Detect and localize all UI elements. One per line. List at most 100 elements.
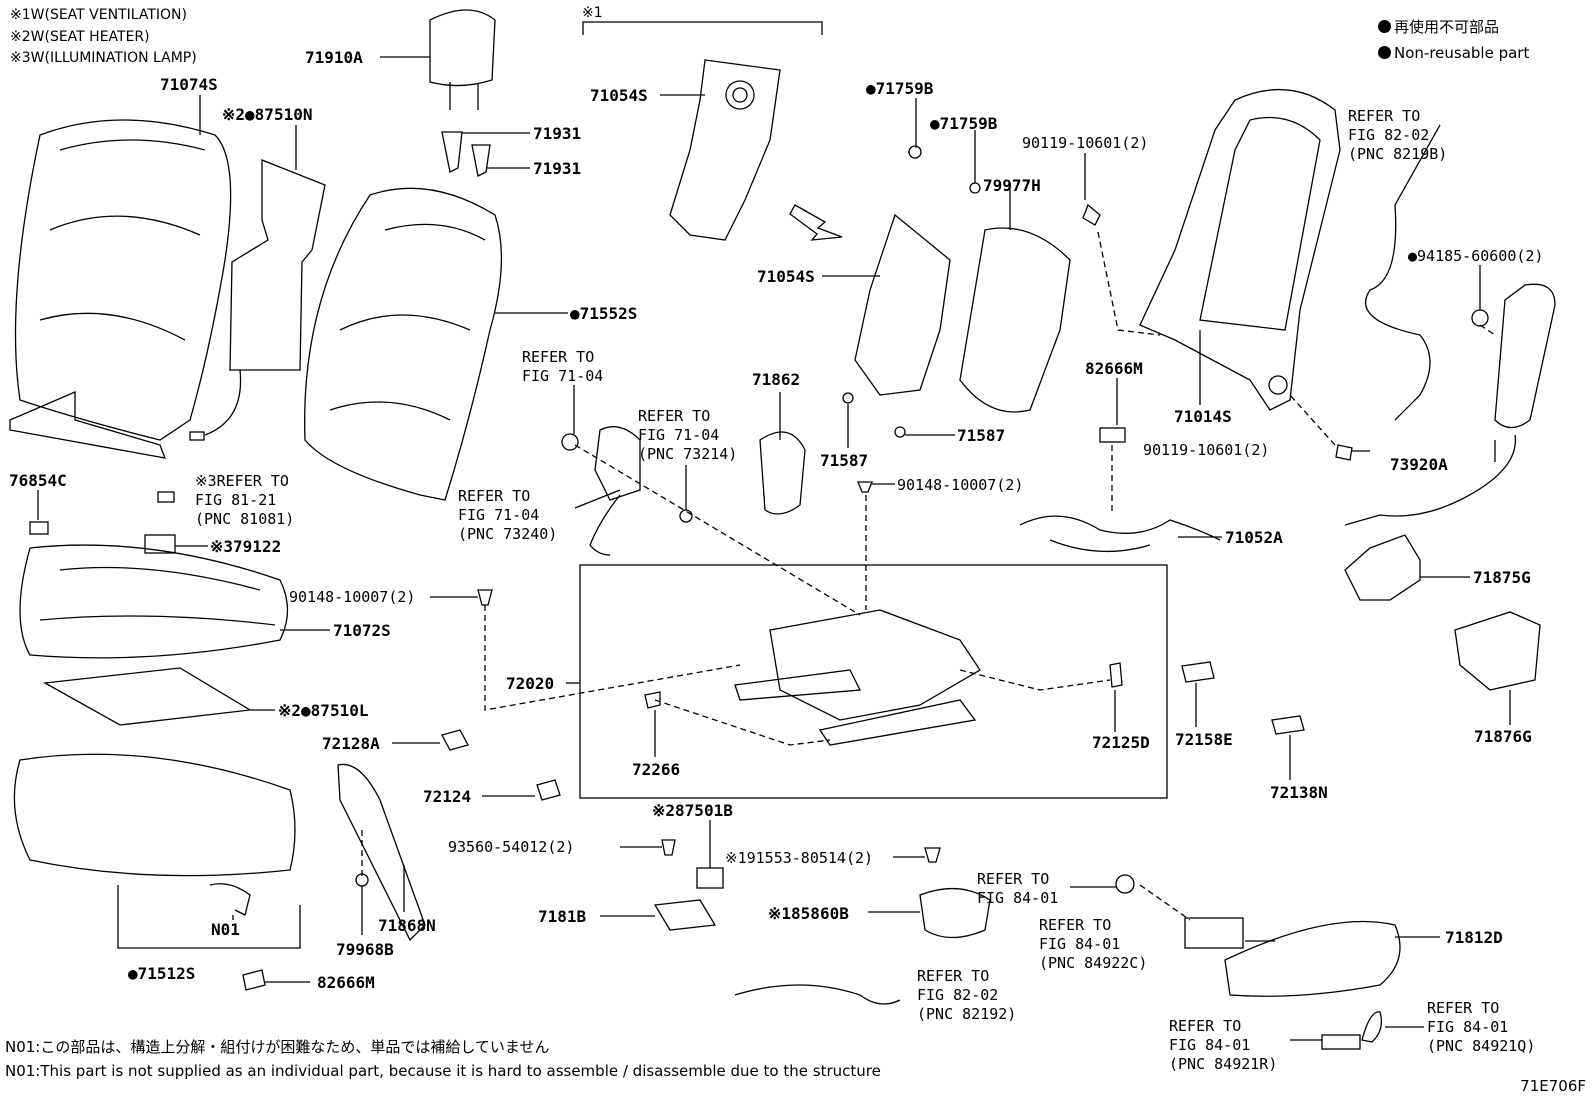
- part-87510L[interactable]: ※2●87510L: [278, 701, 369, 720]
- headrest-shape: [429, 9, 496, 110]
- part-71054S-lower[interactable]: 71054S: [757, 267, 815, 286]
- refer-fig-82-02-82192[interactable]: REFER TO FIG 82-02 (PNC 82192): [917, 967, 1017, 1023]
- refer-fig-84-01-84921R[interactable]: REFER TO FIG 84-01 (PNC 84921R): [1169, 1017, 1278, 1073]
- part-71587-right[interactable]: 71587: [957, 426, 1006, 445]
- part-71862[interactable]: 71862: [752, 370, 801, 389]
- bolt-93560-shape: [661, 839, 676, 856]
- part-90148-10007-upper[interactable]: 90148-10007(2): [897, 476, 1024, 494]
- part-71014S[interactable]: 71014S: [1174, 407, 1232, 426]
- part-71931-upper[interactable]: 71931: [533, 124, 582, 143]
- part-7181B[interactable]: 7181B: [538, 907, 587, 926]
- refer-fig-71-04-a[interactable]: REFER TO FIG 71-04: [522, 348, 604, 385]
- part-71931-lower[interactable]: 71931: [533, 159, 582, 178]
- clip-72158E-shape: [1181, 661, 1215, 683]
- part-71812D[interactable]: 71812D: [1445, 928, 1503, 947]
- connector-81081-shape: [157, 491, 175, 503]
- part-71054S-upper[interactable]: 71054S: [590, 86, 648, 105]
- heater-mat-cushion-shape: [42, 667, 252, 726]
- clip-82666Mb-shape: [242, 969, 266, 991]
- cushion-pad-shape: [13, 753, 301, 949]
- part-72266[interactable]: 72266: [632, 760, 681, 779]
- part-82666M-lower[interactable]: 82666M: [317, 973, 375, 992]
- knob-shape: [594, 426, 641, 501]
- part-71074S[interactable]: 71074S: [160, 75, 218, 94]
- part-93560-54012[interactable]: 93560-54012(2): [448, 838, 575, 856]
- bolt-91553-shape: [924, 847, 941, 863]
- part-71552S[interactable]: ●71552S: [570, 304, 638, 323]
- bolt-90148b-shape: [477, 589, 493, 606]
- switch-84922C-shape: [1184, 917, 1244, 949]
- part-71868N[interactable]: 71868N: [378, 916, 436, 935]
- cover-71876G-shape: [1454, 611, 1541, 691]
- part-72125D[interactable]: 72125D: [1092, 733, 1150, 752]
- legend-en-text: Non-reusable part: [1394, 44, 1530, 62]
- part-79977H[interactable]: 79977H: [983, 176, 1041, 195]
- group-bracket-shape: [582, 21, 823, 35]
- seat-back-frame-shape: [1139, 89, 1341, 411]
- footnote-jp: N01:この部品は、構造上分解・組付けが困難なため、単品では補給していません: [5, 1038, 550, 1056]
- harness-82192-shape: [734, 984, 901, 1005]
- legend-jp-text: 再使用不可部品: [1394, 18, 1500, 36]
- footnote-en: N01:This part is not supplied as an indi…: [5, 1062, 881, 1080]
- clip-82666M-shape: [1099, 427, 1126, 443]
- part-73920A[interactable]: 73920A: [1390, 455, 1448, 474]
- part-71875G[interactable]: 71875G: [1473, 568, 1531, 587]
- part-72158E[interactable]: 72158E: [1175, 730, 1233, 749]
- part-72138N[interactable]: 72138N: [1270, 783, 1328, 802]
- trim-71868N-shape: [337, 763, 426, 942]
- ventilation-frame-lower-shape: [854, 213, 951, 396]
- legend-en: Non-reusable part: [1378, 42, 1529, 64]
- part-90148-10007-lower[interactable]: 90148-10007(2): [289, 588, 416, 606]
- cushion-cover-shape: [19, 544, 289, 659]
- part-79122[interactable]: ※379122: [210, 537, 282, 556]
- part-71759B-lower[interactable]: ●71759B: [930, 114, 998, 133]
- bolt-90148a-shape: [857, 481, 873, 493]
- knob-84921Q-shape: [1361, 1011, 1383, 1043]
- part-72128A[interactable]: 72128A: [322, 734, 380, 753]
- part-79968B[interactable]: 79968B: [336, 940, 394, 959]
- bracket-7181B-shape: [653, 899, 717, 931]
- part-71052A[interactable]: 71052A: [1225, 528, 1283, 547]
- refer-fig-81-21-81081[interactable]: ※3REFER TO FIG 81-21 (PNC 81081): [195, 472, 295, 528]
- part-72020[interactable]: 72020: [506, 674, 555, 693]
- part-71759B-upper[interactable]: ●71759B: [866, 79, 934, 98]
- part-72124[interactable]: 72124: [423, 787, 472, 806]
- part-71876G[interactable]: 71876G: [1474, 727, 1532, 746]
- part-71512S[interactable]: ●71512S: [128, 964, 196, 983]
- seat-track-box: [579, 564, 1168, 799]
- part-91553-80514[interactable]: ※191553-80514(2): [725, 849, 874, 867]
- motor-85860B-shape: [919, 887, 991, 939]
- headrest-support-shape: [441, 131, 491, 177]
- direction-arrow-shape: [789, 204, 843, 241]
- note-seat-ventilation: ※1W(SEAT VENTILATION): [10, 7, 187, 23]
- refer-fig-71-04-73214[interactable]: REFER TO FIG 71-04 (PNC 73214): [638, 407, 738, 463]
- part-87501B[interactable]: ※287501B: [652, 801, 733, 820]
- part-94185-60600[interactable]: ●94185-60600(2): [1408, 247, 1544, 265]
- part-71910A[interactable]: 71910A: [305, 48, 363, 67]
- part-90119-10601-upper[interactable]: 90119-10601(2): [1022, 134, 1149, 152]
- part-N01[interactable]: N01: [211, 920, 240, 939]
- ventilation-pad-shape: [959, 227, 1071, 413]
- refer-fig-84-01-84921Q[interactable]: REFER TO FIG 84-01 (PNC 84921Q): [1427, 999, 1536, 1055]
- part-71072S[interactable]: 71072S: [333, 621, 391, 640]
- back-wire-harness-shape: [1364, 204, 1431, 421]
- part-71587-left[interactable]: 71587: [820, 451, 869, 470]
- part-87510N[interactable]: ※2●87510N: [222, 105, 313, 124]
- refer-fig-71-04-73240[interactable]: REFER TO FIG 71-04 (PNC 73240): [458, 487, 558, 543]
- part-85860B[interactable]: ※185860B: [768, 904, 849, 923]
- refer-fig-82-02-8219B[interactable]: REFER TO FIG 82-02 (PNC 8219B): [1348, 107, 1448, 163]
- part-76854C[interactable]: 76854C: [9, 471, 67, 490]
- note-seat-heater: ※2W(SEAT HEATER): [10, 29, 150, 45]
- refer-fig-84-01-a[interactable]: REFER TO FIG 84-01: [977, 870, 1059, 907]
- part-82666M-upper[interactable]: 82666M: [1085, 359, 1143, 378]
- harness-71052A-shape: [1019, 515, 1221, 553]
- part-90119-10601-lower[interactable]: 90119-10601(2): [1143, 441, 1270, 459]
- clip-72125D-shape: [1109, 662, 1123, 688]
- clip-76854C-shape: [29, 521, 49, 535]
- refer-fig-84-01-84922C[interactable]: REFER TO FIG 84-01 (PNC 84922C): [1039, 916, 1148, 972]
- knob-84-01-shape: [1115, 874, 1135, 894]
- shield-71812D-shape: [1224, 920, 1401, 997]
- leader-lines: [37, 56, 1511, 1041]
